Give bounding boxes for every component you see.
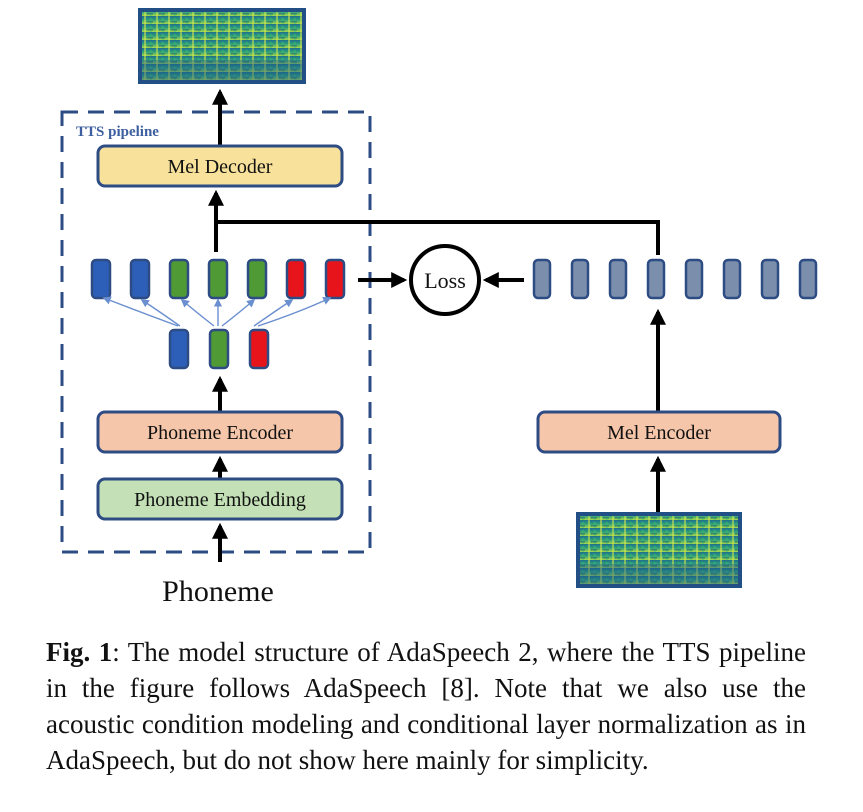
input-spectrogram bbox=[576, 512, 742, 588]
upsampled-token bbox=[324, 258, 346, 300]
phoneme-token bbox=[168, 328, 190, 370]
loss-label: Loss bbox=[424, 268, 466, 293]
mel-token bbox=[646, 258, 666, 300]
model-diagram: TTS pipeline Mel Decoder Phoneme Encoder… bbox=[60, 8, 818, 608]
mel-token bbox=[760, 258, 780, 300]
mel-token-row bbox=[532, 258, 818, 300]
caption-text: : The model structure of AdaSpeech 2, wh… bbox=[46, 637, 806, 775]
phoneme-encoder-label: Phoneme Encoder bbox=[147, 422, 293, 444]
mel-token bbox=[722, 258, 742, 300]
mel-token bbox=[798, 258, 818, 300]
tts-pipeline-frame bbox=[60, 110, 372, 554]
mel-decoder-box: Mel Decoder bbox=[96, 144, 344, 188]
mel-encoder-box: Mel Encoder bbox=[536, 410, 782, 454]
upsampled-token bbox=[246, 258, 268, 300]
length-regulator-arrows bbox=[102, 296, 332, 327]
mel-token bbox=[684, 258, 704, 300]
upsampled-token-row bbox=[90, 258, 346, 300]
phoneme-token-row bbox=[168, 328, 270, 370]
mel-decoder-label: Mel Decoder bbox=[168, 156, 273, 178]
output-spectrogram bbox=[138, 8, 306, 84]
upsampled-token bbox=[90, 258, 112, 300]
tts-pipeline-label: TTS pipeline bbox=[76, 124, 159, 140]
upsampled-token bbox=[168, 258, 190, 300]
phoneme-input-label: Phoneme bbox=[162, 575, 274, 608]
phoneme-token bbox=[248, 328, 270, 370]
mel-token bbox=[532, 258, 552, 300]
mel-token bbox=[608, 258, 628, 300]
upsampled-token bbox=[285, 258, 307, 300]
mel-token bbox=[570, 258, 590, 300]
caption-label: Fig. 1 bbox=[46, 637, 113, 667]
loss-node: Loss bbox=[409, 244, 481, 316]
figure-caption: Fig. 1: The model structure of AdaSpeech… bbox=[46, 634, 806, 778]
phoneme-encoder-box: Phoneme Encoder bbox=[96, 410, 344, 454]
mel-branch-to-decoder-line bbox=[216, 220, 660, 255]
phoneme-embedding-label: Phoneme Embedding bbox=[134, 489, 306, 511]
upsampled-token bbox=[129, 258, 151, 300]
upsampled-token bbox=[207, 258, 229, 300]
mel-encoder-label: Mel Encoder bbox=[607, 422, 711, 444]
phoneme-token bbox=[208, 328, 230, 370]
phoneme-embedding-box: Phoneme Embedding bbox=[96, 477, 344, 521]
